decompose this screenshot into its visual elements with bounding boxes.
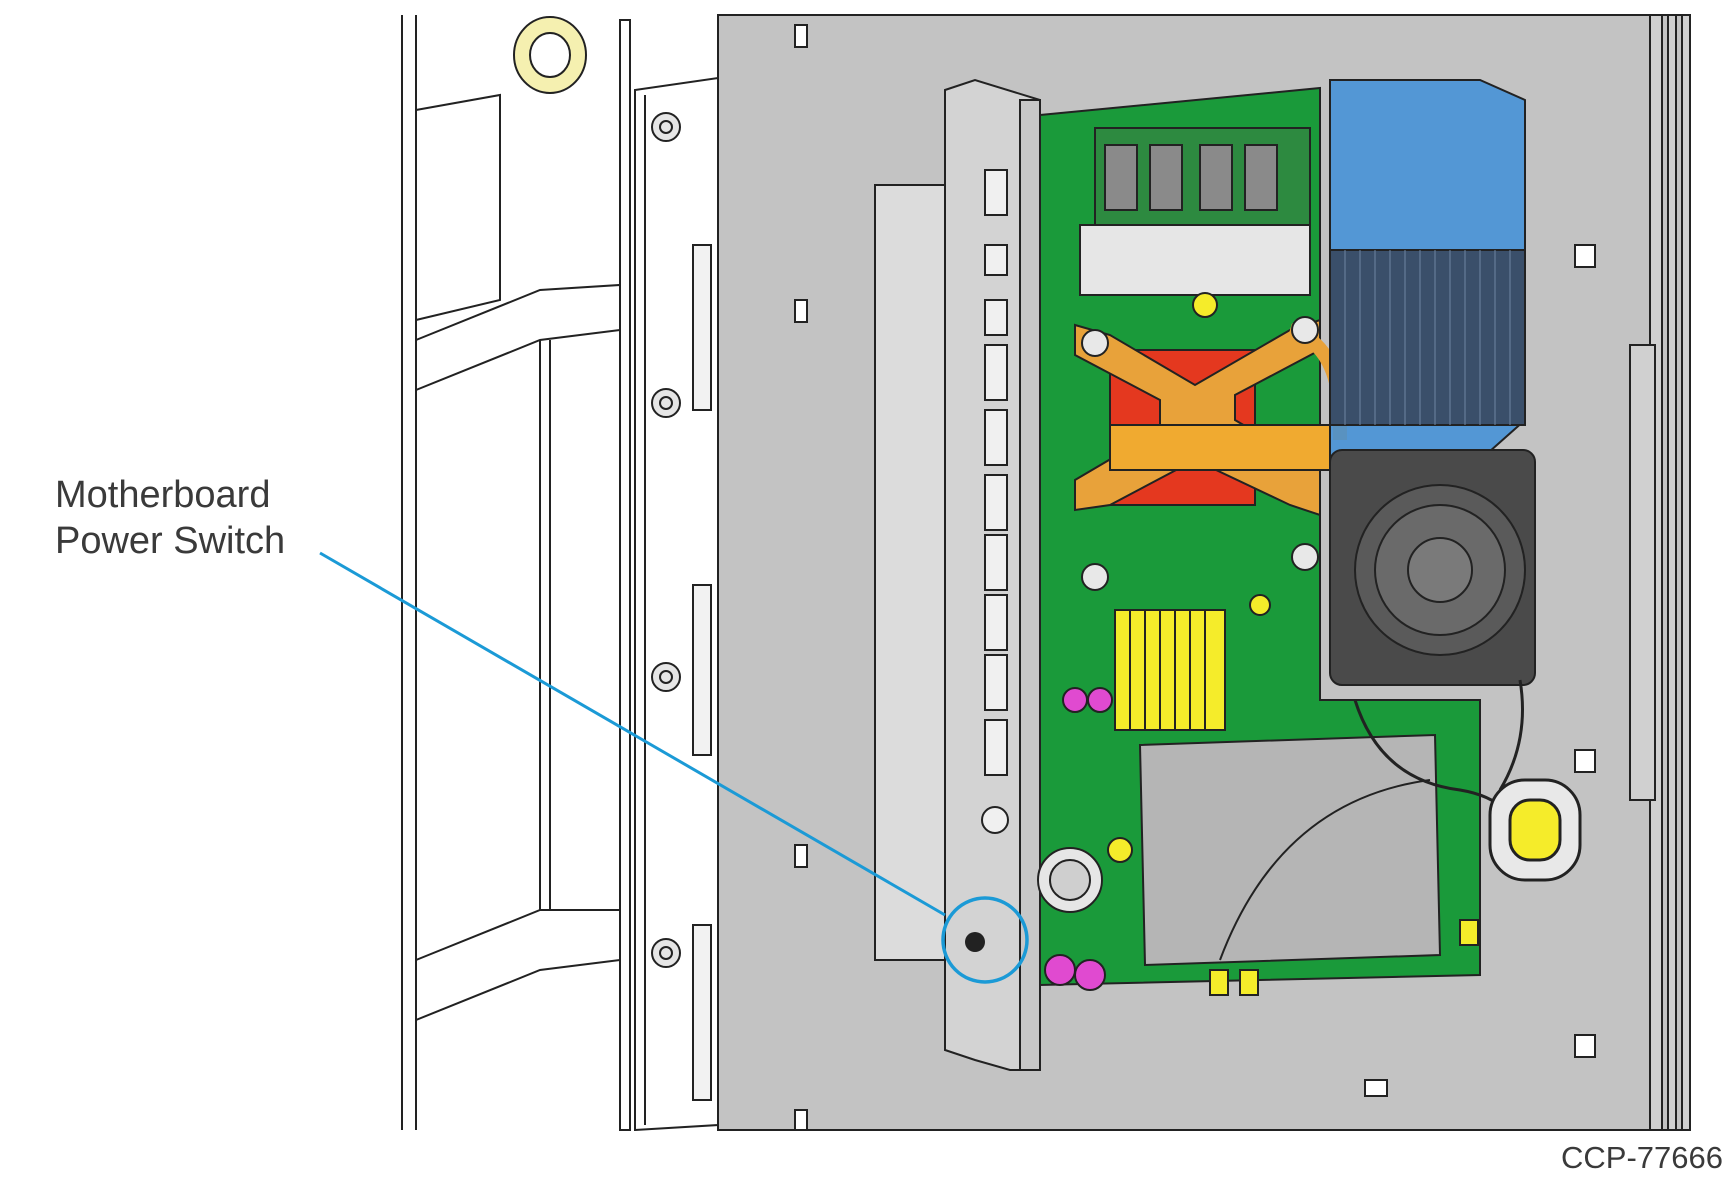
cooler-shroud: [1329, 79, 1526, 461]
memory-module: [1079, 127, 1311, 296]
chipset-heatsink: [1114, 609, 1226, 731]
capacitors: [1044, 687, 1113, 991]
figure-id: CCP-77666: [1561, 1140, 1723, 1175]
callout-label-line1: Motherboard: [55, 474, 271, 516]
yellow-components: [1107, 292, 1479, 996]
yellow-roller: [513, 16, 587, 94]
callout-label: Motherboard Power Switch: [55, 472, 285, 564]
io-bracket: [944, 78, 1041, 1071]
insulator-sheet: [874, 184, 946, 961]
callout-label-line2: Power Switch: [55, 520, 286, 562]
power-switch-button[interactable]: [965, 932, 985, 952]
door-hinge-nuts: [651, 112, 681, 968]
panel-slots: [794, 24, 1596, 1131]
cable-loop: [1353, 679, 1582, 882]
cooling-fan: [1329, 449, 1536, 686]
coin-battery: [1037, 847, 1103, 913]
panel-right-rails: [1629, 14, 1691, 1131]
heat-pipe-screws: [1081, 316, 1319, 591]
storage-drive: [1138, 733, 1442, 967]
enclosure-door: [401, 15, 719, 1132]
power-switch-callout: [319, 551, 1029, 984]
